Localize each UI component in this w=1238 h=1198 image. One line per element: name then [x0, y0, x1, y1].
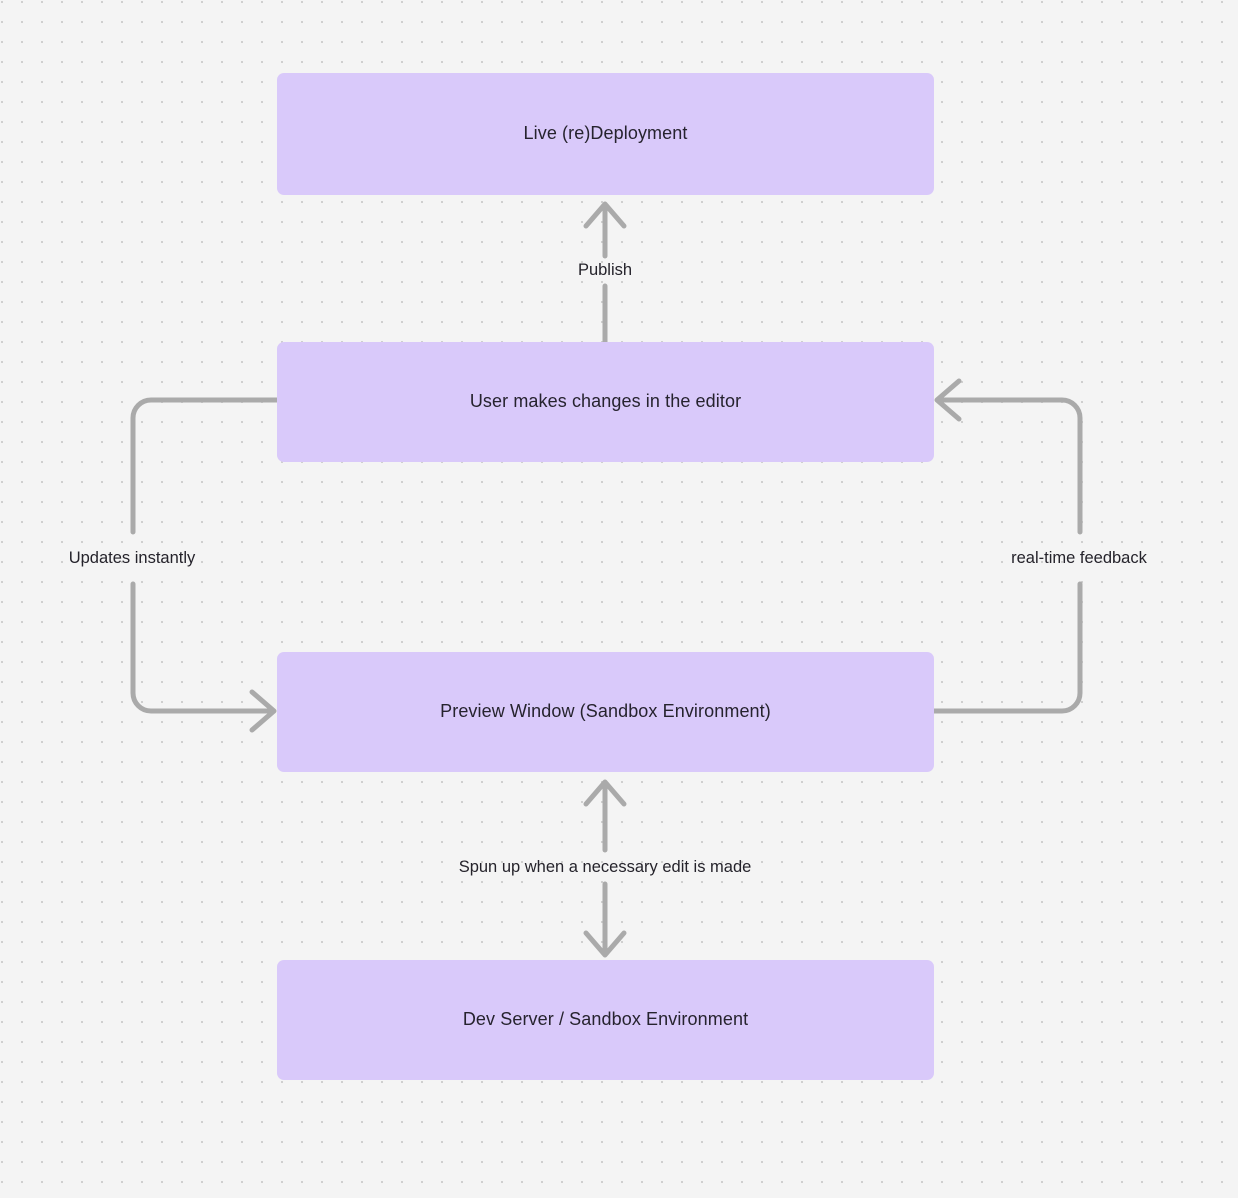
edge-label-publish: Publish — [577, 260, 633, 279]
edge-label-updates-instantly: Updates instantly — [68, 548, 196, 567]
edge-label-real-time-feedback: real-time feedback — [1011, 548, 1147, 567]
edge-label-spun-up: Spun up when a necessary edit is made — [458, 857, 752, 876]
edge-real-time-feedback — [931, 378, 1083, 714]
arrowhead-left-feedback — [934, 378, 962, 422]
node-dev-server[interactable]: Dev Server / Sandbox Environment — [277, 960, 934, 1080]
node-user-edits[interactable]: User makes changes in the editor — [277, 342, 934, 462]
arrowhead-right-updates — [249, 689, 277, 733]
arrowhead-up-publish — [583, 201, 627, 229]
node-label: Live (re)Deployment — [523, 123, 688, 144]
node-live-deployment[interactable]: Live (re)Deployment — [277, 73, 934, 195]
arrowhead-down-spunup — [583, 930, 627, 958]
node-label: User makes changes in the editor — [469, 391, 742, 412]
node-label: Dev Server / Sandbox Environment — [462, 1009, 749, 1030]
node-preview-window[interactable]: Preview Window (Sandbox Environment) — [277, 652, 934, 772]
arrowhead-up-spunup — [583, 779, 627, 807]
node-label: Preview Window (Sandbox Environment) — [440, 701, 771, 722]
